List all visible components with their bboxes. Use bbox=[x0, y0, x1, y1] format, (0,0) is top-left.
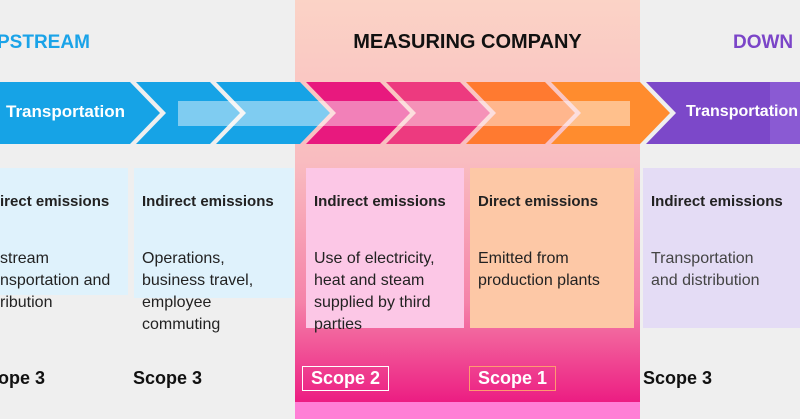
upstream-transport-label: Transportation bbox=[6, 102, 126, 121]
scope-label-electricity: Scope 2 bbox=[302, 366, 390, 391]
card-downstream-transport: Indirect emissions Transportation and di… bbox=[643, 168, 800, 328]
company-chevron-2 bbox=[386, 82, 490, 144]
company-footer-bar bbox=[295, 402, 640, 419]
card-upstream-transport: irect emissions stream nsportation and r… bbox=[0, 168, 128, 311]
card-title: irect emissions bbox=[0, 193, 110, 210]
upstream-heading: PSTREAM bbox=[0, 32, 90, 53]
card-title: Indirect emissions bbox=[314, 193, 446, 210]
card-operations: Indirect emissions Operations, business … bbox=[134, 168, 294, 333]
scope-label-production: Scope 1 bbox=[469, 366, 557, 391]
card-text: Operations, business travel, employee co… bbox=[142, 250, 254, 333]
card-title: Direct emissions bbox=[478, 193, 599, 210]
flow-bar bbox=[178, 101, 630, 126]
upstream-chevron-1 bbox=[0, 82, 160, 144]
scope-label-downstream-transport: Scope 3 bbox=[643, 368, 713, 388]
company-chevron-3 bbox=[466, 82, 575, 144]
downstream-chevron-1 bbox=[646, 82, 800, 144]
downstream-transport-label: Transportation bbox=[686, 103, 799, 120]
upstream-chevron-3 bbox=[216, 82, 330, 144]
scope-label-upstream-transport: ope 3 bbox=[0, 368, 46, 388]
scope-label-operations: Scope 3 bbox=[133, 368, 203, 388]
card-electricity: Indirect emissions Use of electricity, h… bbox=[306, 168, 464, 333]
card-text: Emitted from production plants bbox=[478, 250, 600, 289]
company-chevron-4 bbox=[551, 82, 670, 144]
card-text: stream nsportation and ribution bbox=[0, 250, 111, 311]
downstream-heading: DOWN bbox=[733, 32, 794, 53]
value-chain-arrow-band bbox=[0, 82, 800, 144]
company-chevron-1 bbox=[306, 82, 410, 144]
card-title: Indirect emissions bbox=[142, 193, 274, 210]
upstream-chevron-2 bbox=[136, 82, 240, 144]
card-production: Direct emissions Emitted from production… bbox=[470, 168, 634, 328]
card-title: Indirect emissions bbox=[651, 193, 783, 210]
card-text: Use of electricity, heat and steam suppl… bbox=[314, 250, 435, 333]
downstream-chevron-2 bbox=[770, 82, 800, 144]
measuring-company-heading: MEASURING COMPANY bbox=[353, 31, 582, 53]
card-text: Transportation and distribution bbox=[651, 250, 760, 289]
